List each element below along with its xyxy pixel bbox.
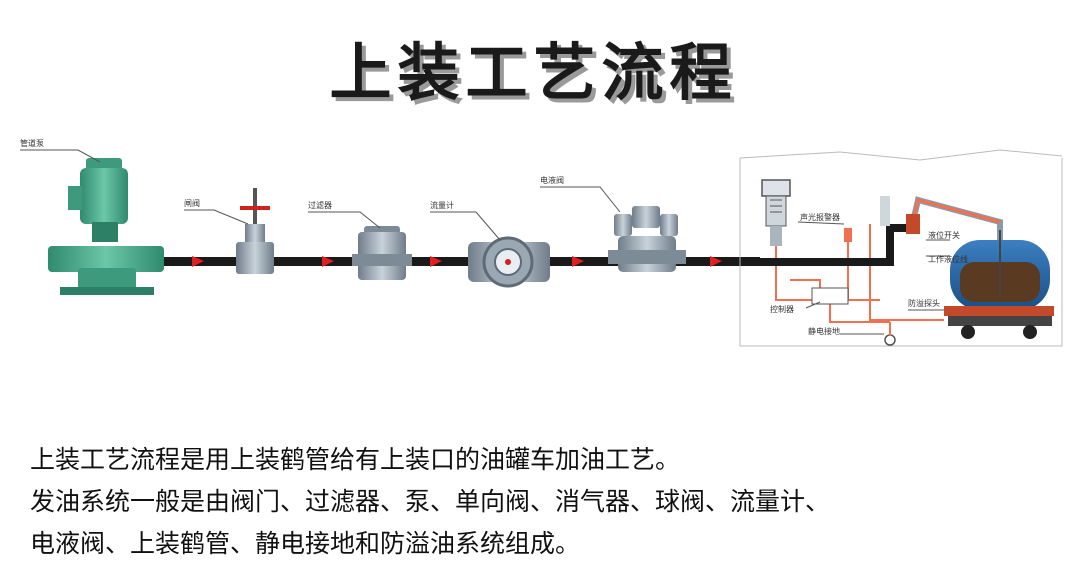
label-control-box: 控制器 xyxy=(770,304,794,314)
tanker-truck-icon xyxy=(944,230,1054,339)
filter-icon xyxy=(352,226,412,280)
loading-area xyxy=(739,149,1063,347)
flow-arrow-3 xyxy=(430,256,442,267)
flowmeter-icon xyxy=(468,236,550,288)
label-flowmeter: 流量计 xyxy=(430,200,454,210)
label-filter: 过滤器 xyxy=(308,200,332,210)
pump-icon xyxy=(48,158,164,295)
flow-arrow-1 xyxy=(192,256,204,267)
label-work-line: 工作液位线 xyxy=(928,254,968,264)
description-line-1: 上装工艺流程是用上装鹤管给有上装口的油罐车加油工艺。 xyxy=(30,445,681,474)
label-pump: 管道泵 xyxy=(20,138,44,148)
leader-lines xyxy=(20,149,950,335)
description-line-2: 发油系统一般是由阀门、过滤器、泵、单向阀、消气器、球阀、流量计、 xyxy=(30,487,831,516)
flow-arrow-2 xyxy=(322,256,334,267)
gate-valve-icon xyxy=(236,188,274,274)
label-overfill-probe: 防溢探头 xyxy=(908,298,940,308)
solenoid-valve-icon xyxy=(608,206,686,272)
ground-clip xyxy=(884,334,896,346)
label-alarm: 声光报警器 xyxy=(800,212,840,222)
label-static-ground: 静电接地 xyxy=(808,326,840,336)
flow-arrows xyxy=(192,256,722,267)
flow-arrow-4 xyxy=(572,256,584,267)
main-pipe xyxy=(160,257,760,266)
flow-arrow-5 xyxy=(710,256,722,267)
control-box xyxy=(811,287,849,305)
loading-process-diagram: 管道泵 闸阀 过滤器 流量计 电液阀 声光报警器 液位开关 工作液位线 控制器 … xyxy=(20,138,1063,347)
label-solenoid-valve: 电液阀 xyxy=(540,175,564,185)
description-line-3: 电液阀、上装鹤管、静电接地和防溢油系统组成。 xyxy=(30,529,581,558)
label-level-switch: 液位开关 xyxy=(928,230,960,240)
alarm-icon xyxy=(761,179,791,246)
label-gate-valve: 闸阀 xyxy=(184,199,200,208)
page-title: 上装工艺流程 xyxy=(329,36,738,109)
